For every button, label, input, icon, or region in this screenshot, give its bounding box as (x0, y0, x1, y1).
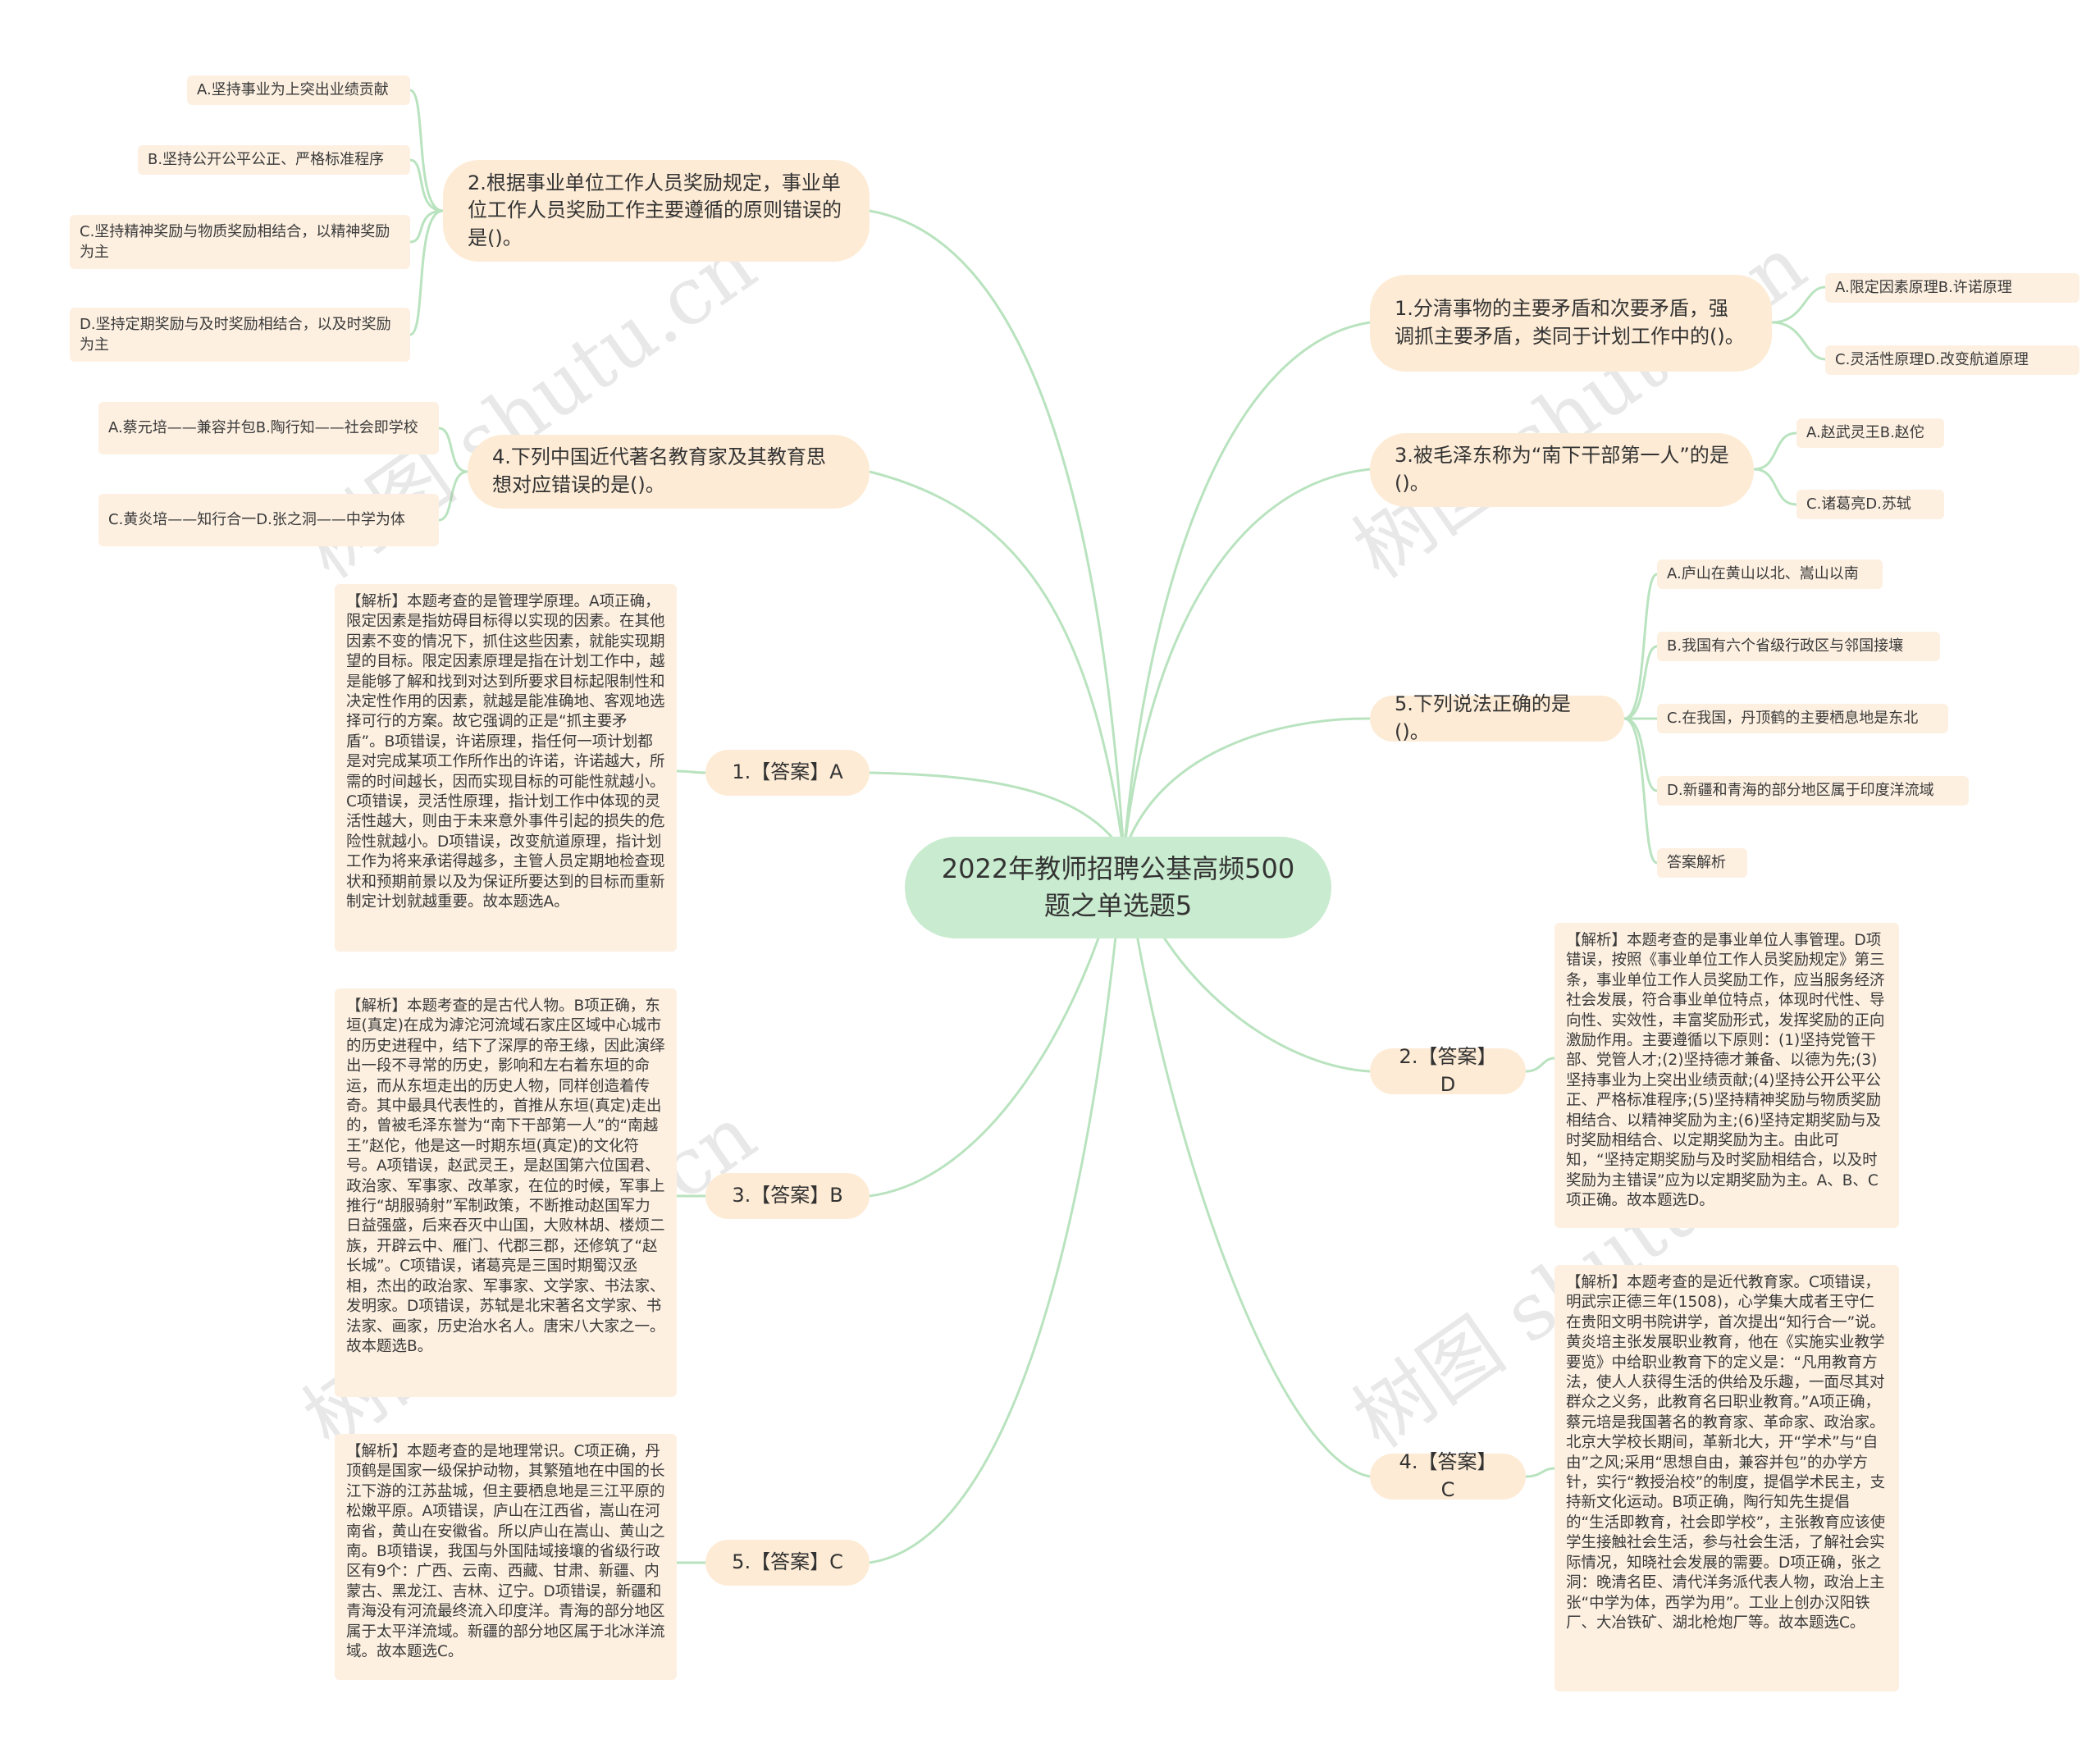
topic-q1[interactable]: 1.分清事物的主要矛盾和次要矛盾，强调抓主要矛盾，类同于计划工作中的()。 (1370, 275, 1772, 372)
q2-option-c[interactable]: C.坚持精神奖励与物质奖励相结合，以精神奖励为主 (70, 215, 410, 269)
q2-option-b[interactable]: B.坚持公开公平公正、严格标准程序 (138, 145, 410, 175)
answer-1-analysis: 【解析】本题考查的是管理学原理。A项正确，限定因素是指妨碍目标得以实现的因素。在… (335, 584, 677, 952)
topic-q3-text: 3.被毛泽东称为“南下干部第一人”的是()。 (1395, 444, 1729, 495)
topic-q1-text: 1.分清事物的主要矛盾和次要矛盾，强调抓主要矛盾，类同于计划工作中的()。 (1395, 297, 1745, 348)
topic-q2[interactable]: 2.根据事业单位工作人员奖励规定，事业单位工作人员奖励工作主要遵循的原则错误的是… (443, 160, 870, 262)
q2-option-a[interactable]: A.坚持事业为上突出业绩贡献 (187, 75, 410, 105)
q3-option-ab[interactable]: A.赵武灵王B.赵佗 (1796, 418, 1944, 448)
q4-option-ab[interactable]: A.蔡元培——兼容并包B.陶行知——社会即学校 (98, 402, 439, 454)
topic-q2-text: 2.根据事业单位工作人员奖励规定，事业单位工作人员奖励工作主要遵循的原则错误的是… (468, 171, 842, 249)
q5-option-d[interactable]: D.新疆和青海的部分地区属于印度洋流域 (1657, 776, 1969, 806)
q5-option-a[interactable]: A.庐山在黄山以北、嵩山以南 (1657, 559, 1883, 589)
topic-q4[interactable]: 4.下列中国近代著名教育家及其教育思想对应错误的是()。 (468, 435, 870, 509)
topic-q4-text: 4.下列中国近代著名教育家及其教育思想对应错误的是()。 (492, 445, 826, 496)
q2-option-d[interactable]: D.坚持定期奖励与及时奖励相结合，以及时奖励为主 (70, 308, 410, 362)
q1-option-ab[interactable]: A.限定因素原理B.许诺原理 (1825, 273, 2079, 303)
answer-3-analysis: 【解析】本题考查的是古代人物。B项正确，东垣(真定)在成为滹沱河流域石家庄区域中… (335, 988, 677, 1397)
q5-answer-analysis-link[interactable]: 答案解析 (1657, 848, 1747, 878)
q3-option-cd[interactable]: C.诸葛亮D.苏轼 (1796, 490, 1944, 519)
q1-option-cd[interactable]: C.灵活性原理D.改变航道原理 (1825, 345, 2079, 375)
answer-2-analysis: 【解析】本题考查的是事业单位人事管理。D项错误，按照《事业单位工作人员奖励规定》… (1554, 923, 1899, 1228)
answer-5-analysis: 【解析】本题考查的是地理常识。C项正确，丹顶鹤是国家一级保护动物，其繁殖地在中国… (335, 1434, 677, 1680)
q4-option-cd[interactable]: C.黄炎培——知行合一D.张之洞——中学为体 (98, 494, 439, 546)
answer-1-label[interactable]: 1.【答案】A (705, 750, 870, 796)
q5-option-c[interactable]: C.在我国，丹顶鹤的主要栖息地是东北 (1657, 704, 1948, 733)
root-title: 2022年教师招聘公基高频500题之单选题5 (941, 853, 1295, 921)
answer-4-analysis: 【解析】本题考查的是近代教育家。C项错误，明武宗正德三年(1508)，心学集大成… (1554, 1265, 1899, 1691)
answer-4-label[interactable]: 4.【答案】C (1370, 1450, 1526, 1501)
root-topic[interactable]: 2022年教师招聘公基高频500题之单选题5 (905, 837, 1331, 938)
topic-q3[interactable]: 3.被毛泽东称为“南下干部第一人”的是()。 (1370, 433, 1754, 507)
topic-q5[interactable]: 5.下列说法正确的是()。 (1370, 692, 1624, 743)
topic-q5-text: 5.下列说法正确的是()。 (1395, 692, 1571, 743)
answer-5-label[interactable]: 5.【答案】C (705, 1540, 870, 1586)
answer-2-label[interactable]: 2.【答案】D (1370, 1045, 1526, 1096)
q5-option-b[interactable]: B.我国有六个省级行政区与邻国接壤 (1657, 632, 1940, 661)
answer-3-label[interactable]: 3.【答案】B (705, 1173, 870, 1219)
